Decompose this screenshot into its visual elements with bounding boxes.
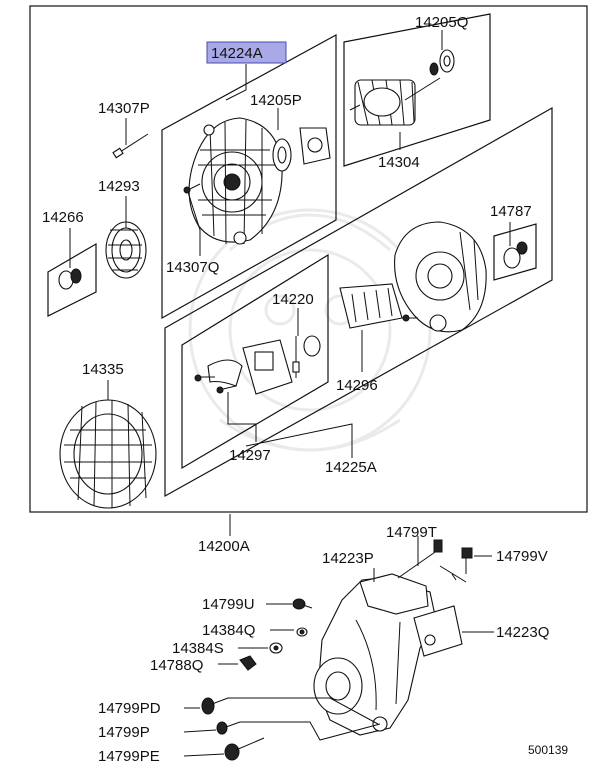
label-14787[interactable]: 14787 — [490, 203, 532, 220]
rear-bracket-panel — [164, 106, 553, 498]
pulley — [105, 221, 147, 279]
mounting-bracket-assembly — [313, 573, 463, 736]
lower-hardware — [201, 539, 473, 761]
label-14799U[interactable]: 14799U — [202, 596, 255, 613]
rear-bracket-housing — [394, 221, 487, 333]
regulator-panel — [181, 253, 329, 470]
label-14799V[interactable]: 14799V — [496, 548, 548, 565]
label-14304[interactable]: 14304 — [378, 154, 420, 171]
label-14799PE[interactable]: 14799PE — [98, 748, 160, 765]
label-14297[interactable]: 14297 — [229, 447, 271, 464]
through-bolt-lower — [183, 183, 201, 194]
label-14799P[interactable]: 14799P — [98, 724, 150, 741]
leader-lines — [69, 30, 511, 757]
label-14200A[interactable]: 14200A — [198, 538, 250, 555]
rotor-panel — [343, 13, 491, 167]
watermark-emblem — [188, 208, 432, 452]
main-assembly-frame — [29, 5, 588, 513]
rotor — [349, 77, 441, 126]
terminal-cap-set — [493, 223, 537, 281]
label-14384S[interactable]: 14384S — [172, 640, 224, 657]
label-14205P[interactable]: 14205P — [250, 92, 302, 109]
rectifier — [339, 283, 418, 329]
label-14225A[interactable]: 14225A — [325, 459, 377, 476]
through-bolt-upper — [112, 133, 149, 159]
label-14799PD[interactable]: 14799PD — [98, 700, 161, 717]
label-14220[interactable]: 14220 — [272, 291, 314, 308]
front-bracket-housing — [188, 117, 283, 245]
front-bearing-and-retainer — [272, 127, 331, 172]
label-14266[interactable]: 14266 — [42, 209, 84, 226]
label-14296[interactable]: 14296 — [336, 377, 378, 394]
stator — [59, 399, 157, 509]
label-14307Q[interactable]: 14307Q — [166, 259, 219, 276]
label-14788Q[interactable]: 14788Q — [150, 657, 203, 674]
regulator — [194, 339, 293, 395]
label-14384Q[interactable]: 14384Q — [202, 622, 255, 639]
rear-bearing — [429, 49, 455, 76]
label-14335[interactable]: 14335 — [82, 361, 124, 378]
label-14205Q[interactable]: 14205Q — [415, 14, 468, 31]
label-14799T[interactable]: 14799T — [386, 524, 437, 541]
label-14223P[interactable]: 14223P — [322, 550, 374, 567]
label-14293[interactable]: 14293 — [98, 178, 140, 195]
figure-number: 500139 — [528, 743, 568, 757]
label-14307P[interactable]: 14307P — [98, 100, 150, 117]
highlight-box — [206, 41, 287, 64]
front-bracket-panel — [161, 33, 337, 320]
label-14223Q[interactable]: 14223Q — [496, 624, 549, 641]
label-14224A[interactable]: 14224A — [211, 45, 263, 62]
pulley-nut-set — [47, 242, 97, 317]
brush-set — [292, 335, 321, 378]
